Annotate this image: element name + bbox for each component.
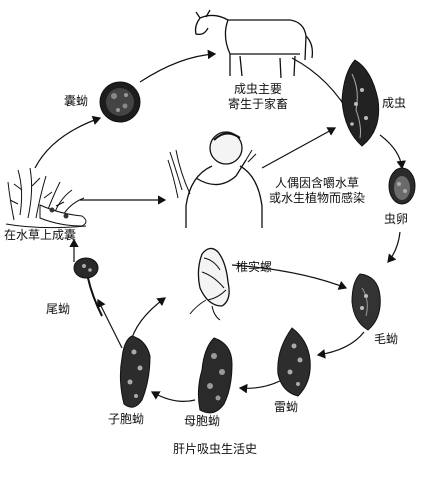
label-redia: 雷蚴: [274, 400, 299, 414]
arrow-cyst-to-cow: [139, 49, 217, 83]
label-human-line2: 或水生植物而感染: [268, 191, 365, 205]
label-cercaria: 尾蚴: [46, 302, 71, 316]
arrow-human-to-adult: [261, 127, 337, 169]
adult-fluke: [341, 59, 380, 147]
arrow-egg-to-miracidium: [387, 231, 401, 263]
label-snail: 椎实螺: [236, 260, 273, 274]
cow-illustration: [194, 9, 314, 79]
label-host-note: 成虫主要 寄生于家畜: [218, 82, 298, 112]
mother-sporocyst: [197, 337, 233, 414]
label-host-line1: 成虫主要: [233, 82, 282, 96]
metacercaria-cyst: [99, 81, 141, 123]
label-egg: 虫卵: [384, 212, 409, 226]
miracidium: [351, 273, 381, 331]
snail: [189, 247, 230, 321]
arrow-grass-to-cyst: [34, 115, 102, 169]
cercaria: [73, 257, 103, 317]
label-human-line1: 人偶因含嚼水草: [274, 176, 359, 190]
water-grass: [5, 167, 87, 229]
redia: [277, 327, 311, 397]
arrow-miracidium-to-redia: [316, 331, 365, 359]
egg: [388, 167, 416, 205]
figure-caption: 肝片吸虫生活史: [172, 442, 257, 456]
label-daughter-sporocyst: 子胞蚴: [108, 412, 145, 426]
label-mother-sporocyst: 母胞蚴: [184, 414, 221, 428]
arrow-adult-to-egg: [379, 134, 406, 170]
label-host-line2: 寄生于家畜: [227, 97, 288, 111]
label-cercaria-cyst: 囊蚴: [64, 94, 89, 108]
arrow-redia-to-mother: [238, 379, 283, 394]
label-adult: 成虫: [382, 96, 407, 110]
arrow-daughter-to-cercaria-2: [96, 298, 123, 349]
arrow-snail-to-miracidium: [231, 264, 348, 290]
daughter-sporocyst: [119, 335, 151, 408]
label-miracidium: 毛蚴: [374, 332, 399, 346]
label-encyst-on-grass: 在水草上成囊: [4, 228, 77, 242]
label-human-infection: 人偶因含嚼水草 或水生植物而感染: [262, 176, 372, 206]
arrow-mother-to-daughter: [150, 391, 196, 402]
human-figure: [167, 131, 263, 228]
